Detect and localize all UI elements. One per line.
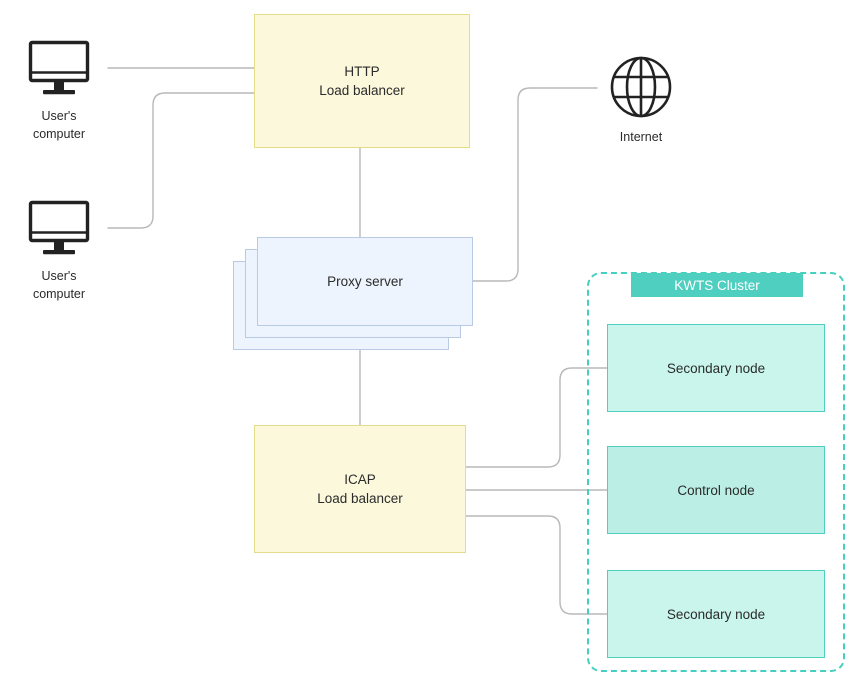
endpoint-user-computer-top: User's computer xyxy=(18,40,100,143)
icap-load-balancer-node[interactable]: ICAP Load balancer xyxy=(254,425,466,553)
wire-icap-to-secondary-bottom xyxy=(465,515,608,615)
http-load-balancer-node[interactable]: HTTP Load balancer xyxy=(254,14,470,148)
endpoint-caption: User's computer xyxy=(32,269,86,301)
kwts-node-label: Secondary node xyxy=(666,606,766,622)
kwts-secondary-node-top[interactable]: Secondary node xyxy=(607,324,825,412)
endpoint-user-computer-bottom: User's computer xyxy=(18,200,100,303)
kwts-control-node[interactable]: Control node xyxy=(607,446,825,534)
kwts-secondary-node-bottom[interactable]: Secondary node xyxy=(607,570,825,658)
endpoint-caption: Internet xyxy=(619,130,663,144)
kwts-cluster-title: KWTS Cluster xyxy=(631,273,803,297)
wire-user-bottom-to-http xyxy=(107,92,255,229)
monitor-icon xyxy=(28,40,90,95)
kwts-cluster-title-label: KWTS Cluster xyxy=(674,277,760,293)
endpoint-internet: Internet xyxy=(598,55,684,146)
kwts-node-label: Secondary node xyxy=(666,360,766,376)
proxy-server-node[interactable]: Proxy server xyxy=(257,237,473,326)
icap-load-balancer-label: ICAP Load balancer xyxy=(317,472,403,506)
http-load-balancer-label: HTTP Load balancer xyxy=(319,64,405,98)
wire-proxy-to-internet xyxy=(472,87,598,282)
endpoint-caption: User's computer xyxy=(32,109,86,141)
proxy-server-label: Proxy server xyxy=(327,274,403,289)
wire-icap-to-secondary-top xyxy=(465,367,608,468)
kwts-node-label: Control node xyxy=(677,482,755,498)
monitor-icon xyxy=(28,200,90,255)
globe-icon xyxy=(610,56,672,118)
proxy-server-stack[interactable]: Proxy server xyxy=(233,237,473,350)
